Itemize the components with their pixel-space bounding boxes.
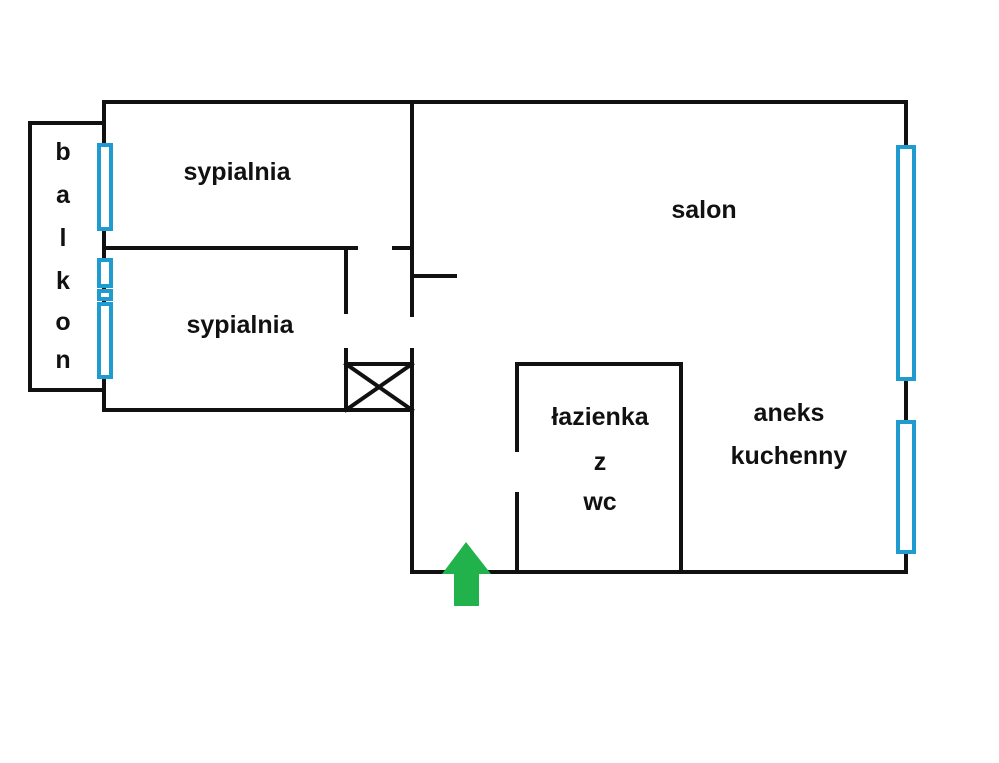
balcony-letter: a [56,181,71,209]
bathroom-label-line1: łazienka [551,403,649,431]
kitchen-label-line1: aneks [754,399,825,427]
living-room-label: salon [671,196,736,224]
balcony-label: b a l k o n [55,138,71,374]
balcony-letter: o [55,308,70,336]
window-bedroom-bottom [97,258,113,379]
ventilation-shaft-icon [343,361,415,413]
window-bedroom-top [97,143,113,231]
bathroom-label-line2: z [594,448,607,476]
kitchen-label-line2: kuchenny [731,442,848,470]
window-salon [896,145,916,381]
bathroom-label-line3: wc [582,488,616,516]
bedroom-top-label: sypialnia [184,158,292,186]
balcony-letter: k [56,267,70,295]
window-kitchen [896,420,916,554]
entrance-arrow-icon [442,542,491,606]
balcony-letter: l [60,224,67,252]
balcony-letter: n [55,346,70,374]
balcony-letter: b [55,138,70,166]
bedroom-bottom-label: sypialnia [187,311,295,339]
